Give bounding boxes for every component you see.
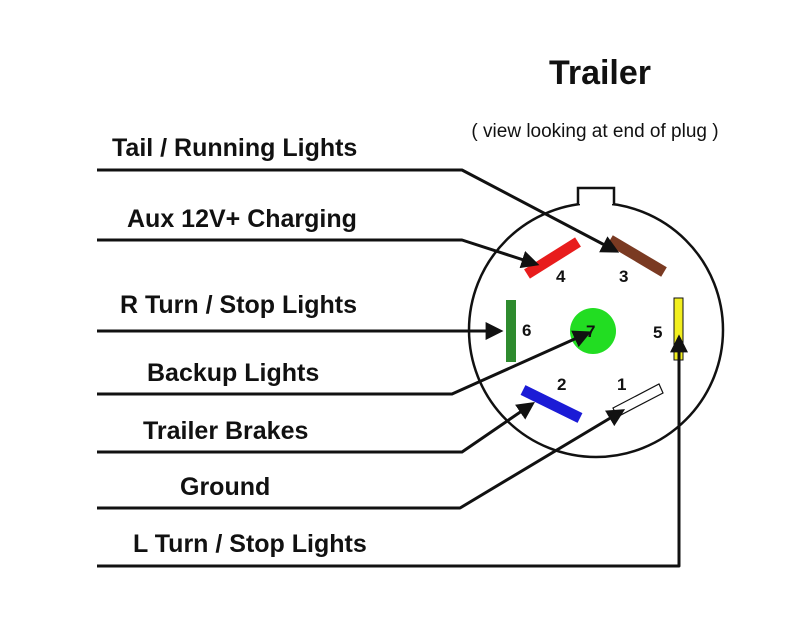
pin-6: 6 (506, 300, 531, 362)
wires (97, 168, 688, 568)
pin-2-terminal (520, 385, 583, 423)
pin-7: 7 (570, 308, 616, 354)
pin-2: 2 (520, 375, 583, 423)
diagram-title: Trailer (549, 54, 651, 92)
label-l-turn-stop: L Turn / Stop Lights (133, 530, 367, 558)
pin-2-number: 2 (557, 375, 566, 394)
pin-4-terminal (524, 237, 581, 279)
label-r-turn-stop: R Turn / Stop Lights (120, 291, 357, 319)
wire-lturn (97, 334, 688, 568)
pin-6-number: 6 (522, 321, 531, 340)
label-ground: Ground (180, 473, 270, 501)
diagram-subtitle: ( view looking at end of plug ) (471, 121, 718, 142)
wire-brakes (97, 401, 535, 454)
wire-backup (97, 330, 592, 396)
pin-5-number: 5 (653, 323, 662, 342)
label-aux-charging: Aux 12V+ Charging (127, 205, 357, 233)
label-backup-lights: Backup Lights (147, 359, 319, 387)
wire-aux (97, 238, 540, 269)
wire-ground (97, 409, 626, 510)
pin-3-number: 3 (619, 267, 628, 286)
pin-4: 4 (524, 237, 581, 286)
pin-7-number: 7 (586, 322, 595, 341)
label-trailer-brakes: Trailer Brakes (143, 417, 308, 445)
pin-4-number: 4 (556, 267, 566, 286)
pin-6-terminal (506, 300, 516, 362)
wire-tail (97, 168, 620, 253)
label-tail-running-lights: Tail / Running Lights (112, 134, 357, 162)
pin-1-number: 1 (617, 375, 626, 394)
